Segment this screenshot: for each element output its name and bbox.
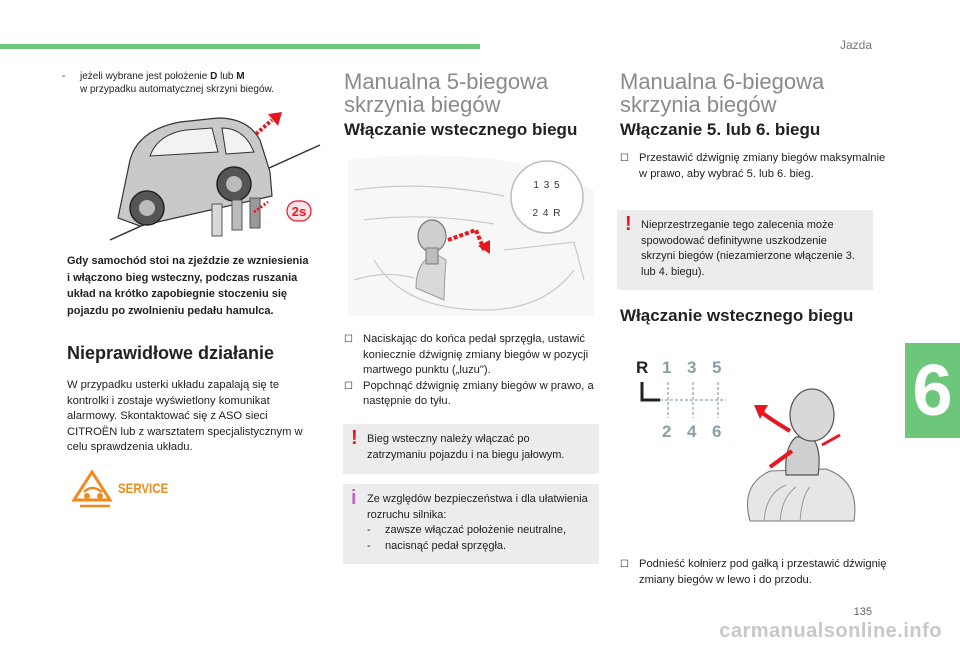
manual5-info-intro: Ze względów bezpieczeństwa i dla ułatwie… <box>367 493 588 521</box>
manual5-info-box: i Ze względów bezpieczeństwa i dla ułatw… <box>343 484 599 564</box>
manual6-warning-text: Nieprzestrzeganie tego zalecenia może sp… <box>641 219 855 278</box>
section-title: Jazda <box>839 38 872 52</box>
manual6-gear56-subheading: Włączanie 5. lub 6. biegu <box>620 120 821 139</box>
gear-3-label: 3 <box>687 358 697 377</box>
gear-M: M <box>236 71 245 82</box>
manual5-info-item-1: zawsze włączać położenie neutralne, <box>385 524 566 536</box>
info-dash: - <box>367 539 371 552</box>
top-accent-bar <box>0 44 480 49</box>
hill-assist-warning-icon <box>71 469 113 508</box>
hold-time-badge: 2s <box>292 204 306 219</box>
manual5-heading: Manualna 5-biegowa skrzynia biegów <box>344 69 549 117</box>
warning-icon: ! <box>351 427 358 449</box>
gate-lines <box>640 382 726 418</box>
manual6-warning-box: ! Nieprzestrzeganie tego zalecenia może … <box>617 210 873 290</box>
manual5-warning-box: ! Bieg wsteczny należy włączać po zatrzy… <box>343 424 599 474</box>
shift-pattern-6: R 1 3 5 2 4 6 <box>630 358 740 448</box>
chapter-tab: 6 <box>905 343 960 438</box>
manual5-info-item-2: nacisnąć pedał sprzęgła. <box>385 539 507 552</box>
shift-pattern-5: 1 3 5 2 4 R <box>522 172 572 228</box>
info-icon: i <box>351 487 357 509</box>
warning-icon: ! <box>625 213 632 235</box>
shift-pattern-top: 1 3 5 <box>533 180 561 191</box>
intro-text-mid: lub <box>217 71 237 82</box>
manual5-reverse-subheading: Włączanie wstecznego biegu <box>344 120 578 139</box>
intro-note: - jeżeli wybrane jest położenie D lub M … <box>62 70 322 96</box>
intro-dash: - <box>62 71 69 82</box>
gear-1-label: 1 <box>662 358 672 377</box>
gear-2-label: 2 <box>662 422 672 441</box>
manual5-steps: Naciskając do końca pedał sprzęgła, usta… <box>344 332 602 410</box>
gear-5-label: 5 <box>712 358 722 377</box>
malfunction-heading: Nieprawidłowe działanie <box>67 343 275 363</box>
manual6-step-2: Podnieść kołnierz pod gałką i przestawić… <box>620 557 891 588</box>
manual6-reverse-subheading: Włączanie wstecznego biegu <box>620 306 854 325</box>
gear-6-label: 6 <box>712 422 722 441</box>
gear-R-label: R <box>636 358 649 377</box>
manual5-warning-text: Bieg wsteczny należy włączać po zatrzyma… <box>367 433 565 461</box>
manual6-heading: Manualna 6-biegowa skrzynia biegów <box>620 69 825 117</box>
warning-lamps: SERVICE <box>62 462 182 512</box>
intro-text-b: w przypadku automatycznej skrzyni biegów… <box>80 84 274 95</box>
malfunction-text: W przypadku usterki układu zapalają się … <box>67 379 303 453</box>
hill-start-illustration: 2s <box>109 112 321 241</box>
gearbox6-illustration <box>747 388 856 522</box>
watermark: carmanualsonline.info <box>719 620 942 642</box>
service-warning-icon: SERVICE <box>118 480 169 496</box>
manual6-step-1: Przestawić dźwignię zmiany biegów maksym… <box>620 151 889 182</box>
manual5-step-1: Naciskając do końca pedał sprzęgła, usta… <box>344 332 602 379</box>
info-dash: - <box>367 524 371 536</box>
hill-start-caption: Gdy samochód stoi na zjeździe ze wzniesi… <box>67 255 309 317</box>
shift-pattern-bottom: 2 4 R <box>532 208 562 219</box>
manual5-step-2: Popchnąć dźwignię zmiany biegów w prawo,… <box>344 379 602 410</box>
gear-D: D <box>210 71 218 82</box>
gear-4-label: 4 <box>687 422 697 441</box>
page-number: 135 <box>853 606 872 618</box>
gearbox5-illustration <box>348 155 594 316</box>
intro-text-a: jeżeli wybrane jest położenie <box>80 71 211 82</box>
